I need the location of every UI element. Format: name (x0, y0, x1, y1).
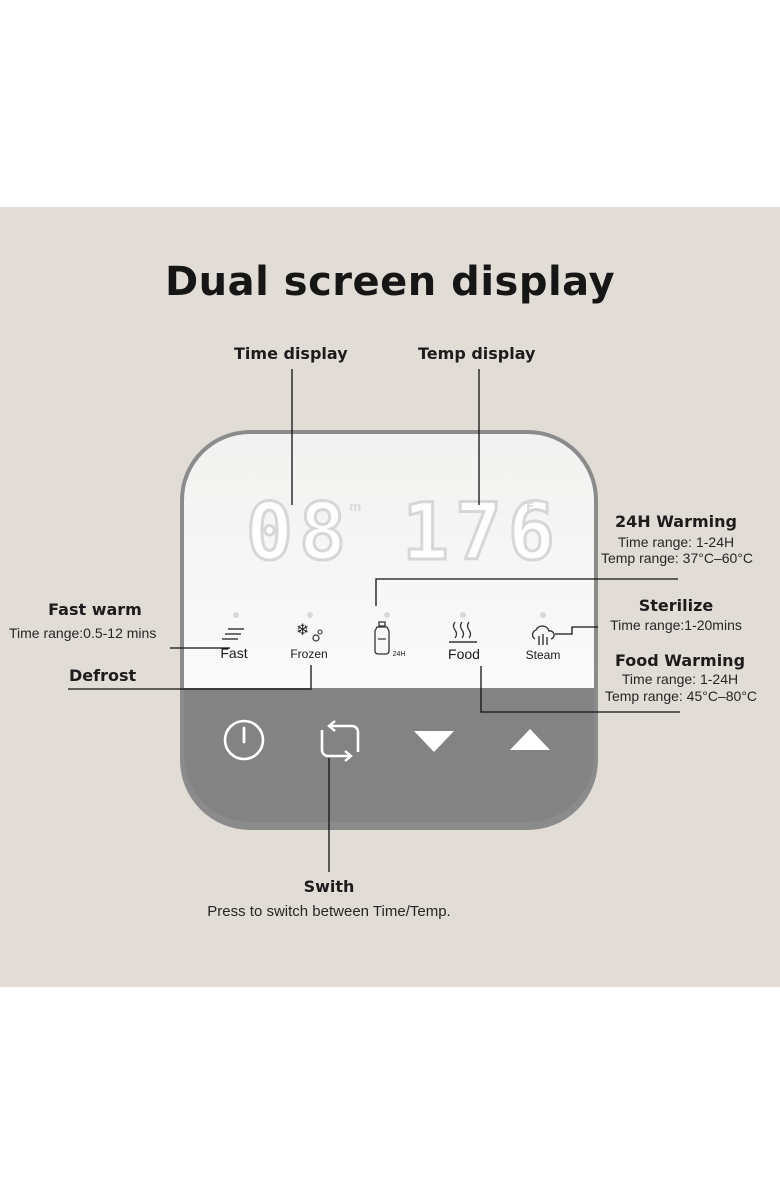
warming-24h-temp: Temp range: 37°C–60°C (600, 550, 754, 566)
food-steam-icon (449, 621, 477, 643)
infographic-panel: Dual screen display Time display Temp di… (0, 207, 780, 987)
bottle-icon (374, 621, 390, 655)
mode-food[interactable]: Food (448, 646, 480, 662)
time-unit: m (349, 500, 362, 514)
mode-fast[interactable]: Fast (220, 645, 248, 661)
down-arrow-icon[interactable] (412, 728, 456, 756)
sterilize-title: Sterilize (638, 596, 714, 615)
page-title: Dual screen display (164, 259, 616, 305)
temp-value: 176 (401, 487, 561, 580)
switch-desc: Press to switch between Time/Temp. (207, 903, 451, 920)
indicator-dot (460, 612, 466, 618)
indicator-dot (384, 612, 390, 618)
fast-warm-time: Time range:0.5-12 mins (9, 625, 157, 641)
device-panel: 08 m 176 °F Fast ❄ Frozen (180, 430, 598, 830)
indicator-dot (233, 612, 239, 618)
fast-icon (222, 628, 244, 640)
button-panel (184, 688, 594, 822)
indicator-dot (540, 612, 546, 618)
switch-title: Swith (303, 877, 355, 896)
mode-steam[interactable]: Steam (525, 648, 561, 662)
power-icon[interactable] (220, 716, 268, 764)
warming-24h-time: Time range: 1-24H (617, 534, 735, 550)
switch-icon[interactable] (316, 718, 364, 764)
cloud-steam-icon (531, 625, 555, 645)
time-display-label: Time display (234, 344, 348, 363)
mode-frozen[interactable]: Frozen (290, 647, 328, 661)
warming-24h-title: 24H Warming (615, 512, 737, 531)
defrost-label: Defrost (69, 666, 137, 685)
food-warming-time: Time range: 1-24H (621, 671, 739, 687)
temp-unit: °F (520, 500, 535, 514)
time-value: 08 (245, 487, 352, 580)
fast-warm-title: Fast warm (48, 600, 142, 619)
temp-display-label: Temp display (418, 344, 536, 363)
food-warming-title: Food Warming (614, 651, 746, 670)
sterilize-time: Time range:1-20mins (610, 617, 742, 633)
snowflake-icon: ❄ (296, 620, 323, 642)
mode-24h[interactable]: 24H (392, 651, 406, 658)
indicator-dot (307, 612, 313, 618)
food-warming-temp: Temp range: 45°C–80°C (604, 688, 758, 704)
svg-text:❄: ❄ (296, 620, 309, 639)
display-screen: 08 m 176 °F Fast ❄ Frozen (184, 434, 594, 688)
up-arrow-icon[interactable] (508, 726, 552, 754)
